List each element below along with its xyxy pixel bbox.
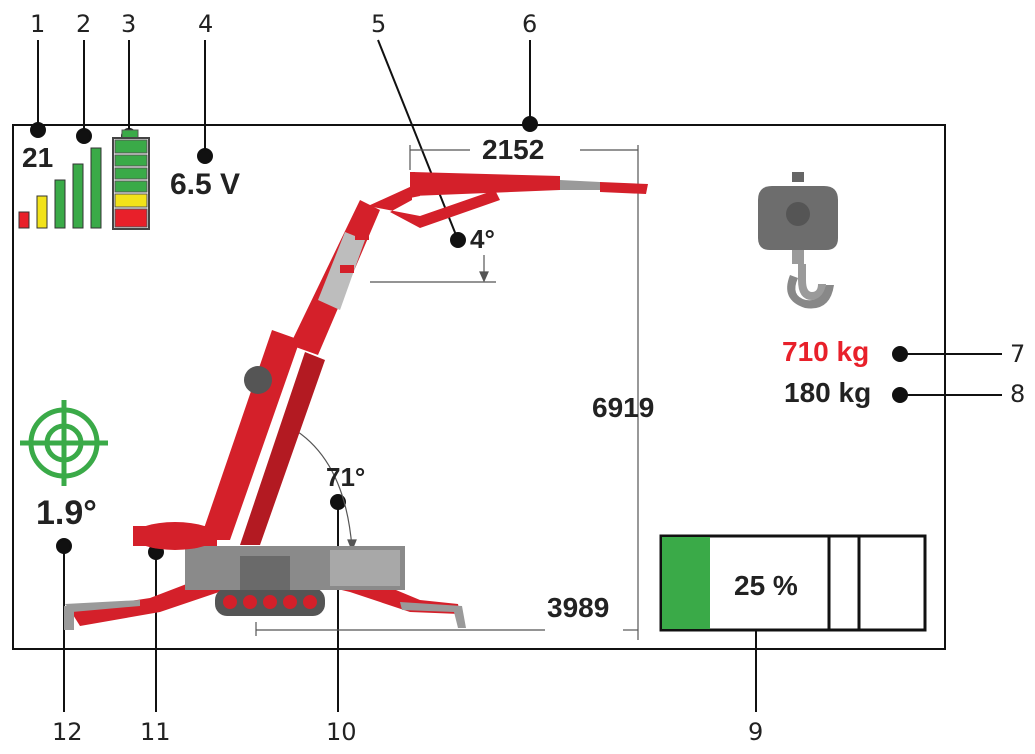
dimension-height: 6919 — [592, 392, 655, 423]
signal-strength-icon — [18, 147, 102, 229]
callout-8: 8 — [1010, 380, 1026, 408]
voltage-value: 6.5 V — [170, 168, 241, 201]
callout-4: 4 — [198, 10, 214, 38]
callout-3: 3 — [121, 10, 137, 38]
callout-1: 1 — [30, 10, 46, 38]
hook-icon — [758, 172, 838, 309]
callout-10: 10 — [326, 718, 357, 746]
dimension-bottom: 3989 — [547, 592, 610, 623]
crane-illustration — [64, 172, 648, 630]
battery-icon — [112, 129, 150, 230]
tilt-angle-value: 1.9° — [36, 494, 97, 532]
current-load-value: 180 kg — [784, 377, 872, 408]
callout-5: 5 — [371, 10, 387, 38]
signal-count: 21 — [22, 142, 54, 173]
load-percent-value: 25 % — [734, 570, 798, 601]
callout-7: 7 — [1010, 340, 1026, 368]
load-bar-fill — [662, 537, 710, 629]
callout-6: 6 — [522, 10, 538, 38]
main-boom-angle: 71° — [326, 462, 366, 492]
callout-2: 2 — [76, 10, 92, 38]
callout-12: 12 — [52, 718, 83, 746]
boom-angle-value: 4° — [470, 224, 495, 254]
callout-11: 11 — [140, 718, 171, 746]
max-load-value: 710 kg — [782, 336, 870, 367]
level-target-icon — [20, 400, 108, 486]
dimension-top: 2152 — [482, 134, 545, 165]
load-bar — [659, 534, 927, 632]
callout-9: 9 — [748, 718, 764, 746]
dimension-lines — [255, 145, 639, 640]
